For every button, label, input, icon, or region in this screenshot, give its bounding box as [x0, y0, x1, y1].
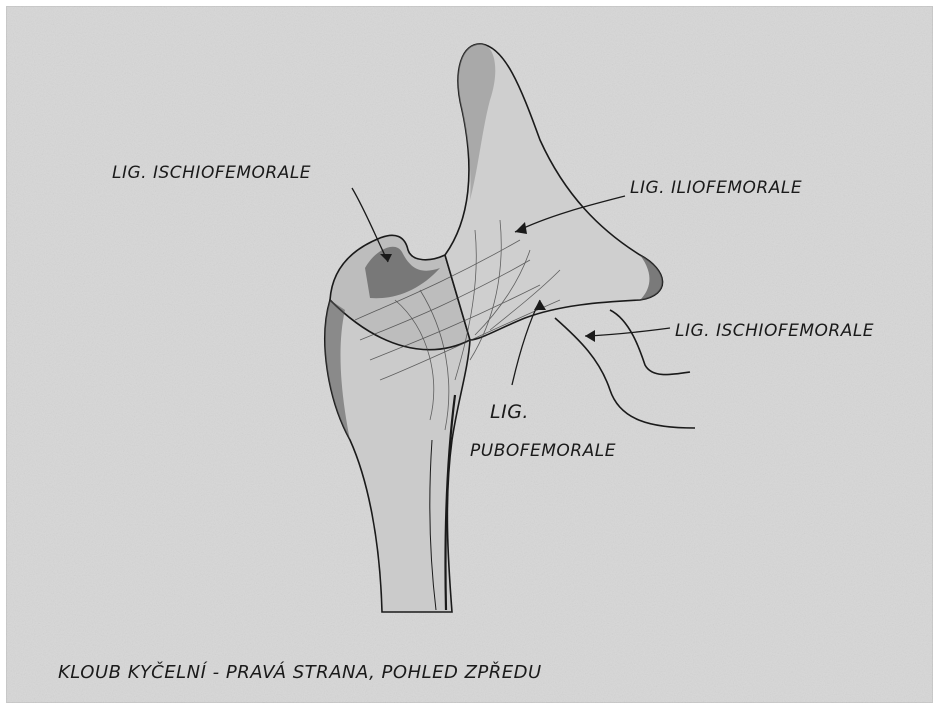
label-ischiofemorale-top: LIG. ISCHIOFEMORALE [112, 163, 311, 183]
label-pubofemorale-line2: PUBOFEMORALE [470, 441, 616, 461]
label-pubofemorale-line1: LIG. [490, 401, 529, 423]
label-ischiofemorale-right: LIG. ISCHIOFEMORALE [675, 321, 874, 341]
label-iliofemorale: LIG. ILIOFEMORALE [630, 178, 802, 198]
drawing-caption: KLOUB KYČELNÍ - PRAVÁ STRANA, POHLED ZPŘ… [58, 661, 542, 683]
